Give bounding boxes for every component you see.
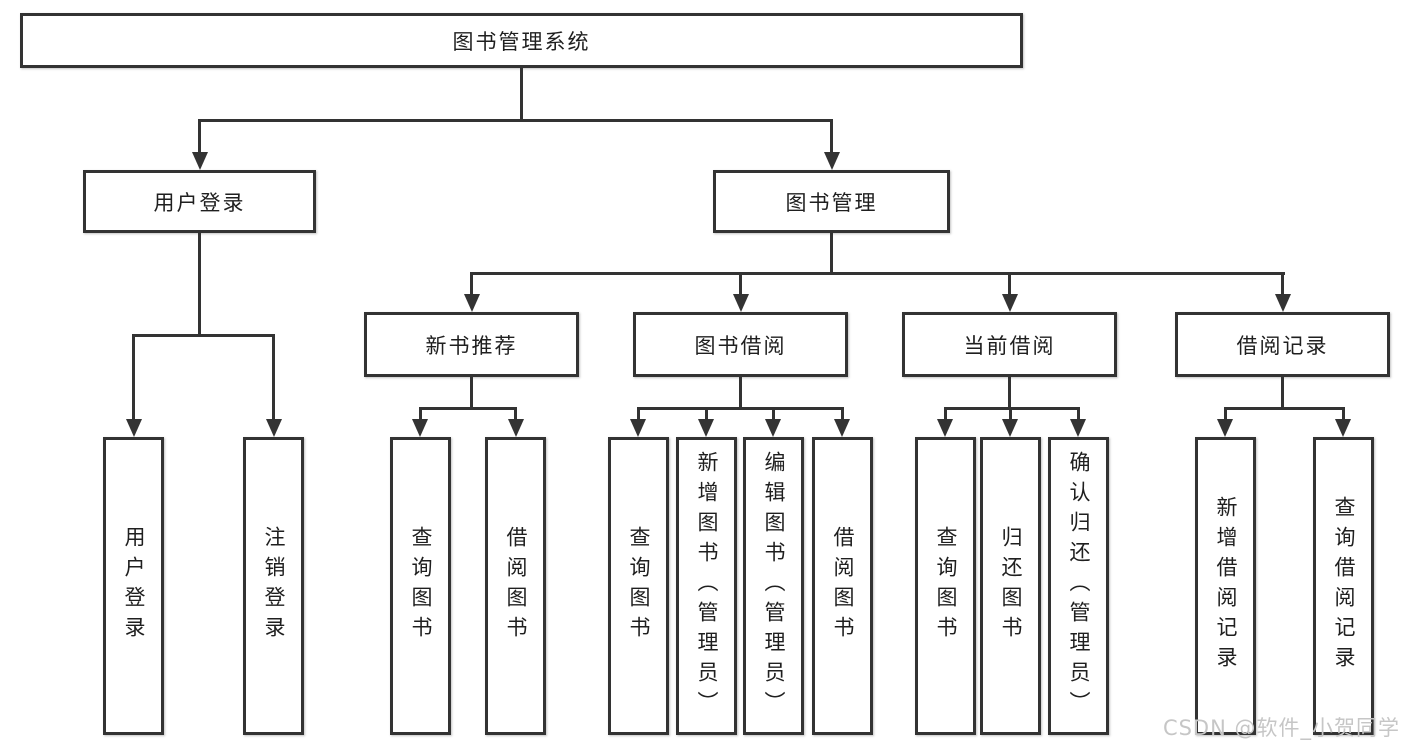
node-borrowing-records: 借阅记录: [1175, 312, 1390, 377]
connector-vline: [1281, 272, 1284, 296]
node-leaf-edit-books-admin: 编辑图书（管理员）: [743, 437, 804, 735]
node-leaf-query-books-borrow: 查询图书: [608, 437, 669, 735]
connector-hline: [198, 119, 833, 122]
node-leaf-query-books-recommend: 查询图书: [390, 437, 451, 735]
arrowhead-down-icon: [508, 419, 524, 437]
connector-vline: [1008, 377, 1011, 410]
connector-hline: [132, 334, 275, 337]
connector-hline: [470, 272, 1285, 275]
connector-vline: [944, 407, 947, 421]
arrowhead-down-icon: [1002, 294, 1018, 312]
node-leaf-user-login: 用户登录: [103, 437, 164, 735]
arrowhead-down-icon: [824, 152, 840, 170]
connector-vline: [1009, 407, 1012, 421]
node-label: 归还图书: [999, 526, 1023, 646]
node-book-management: 图书管理: [713, 170, 950, 233]
node-label: 新增借阅记录: [1214, 496, 1238, 676]
connector-hline: [1224, 407, 1345, 410]
node-book-borrowing: 图书借阅: [633, 312, 848, 377]
connector-vline: [772, 407, 775, 421]
node-label: 图书借阅: [694, 333, 787, 358]
node-library-management-system: 图书管理系统: [20, 13, 1023, 68]
connector-vline: [739, 272, 742, 296]
node-current-borrowing: 当前借阅: [902, 312, 1117, 377]
node-label: 图书管理系统: [452, 29, 591, 54]
node-leaf-query-books-current: 查询图书: [915, 437, 976, 735]
node-label: 新书推荐: [425, 333, 518, 358]
arrowhead-down-icon: [1217, 419, 1233, 437]
connector-vline: [637, 407, 640, 421]
connector-vline: [198, 233, 201, 337]
node-leaf-logout: 注销登录: [243, 437, 304, 735]
connector-vline: [272, 334, 275, 421]
csdn-watermark: CSDN @软件_小贺同学: [1162, 716, 1400, 740]
node-label: 当前借阅: [963, 333, 1056, 358]
arrowhead-down-icon: [412, 419, 428, 437]
connector-vline: [470, 377, 473, 410]
node-label: 图书管理: [785, 190, 878, 215]
node-label: 借阅图书: [504, 526, 528, 646]
node-leaf-borrow-books: 借阅图书: [812, 437, 873, 735]
connector-vline: [830, 119, 833, 154]
connector-hline: [419, 407, 517, 410]
connector-vline: [830, 233, 833, 275]
node-label: 确认归还（管理员）: [1067, 451, 1091, 721]
arrowhead-down-icon: [192, 152, 208, 170]
connector-vline: [841, 407, 844, 421]
node-leaf-borrow-books-recommend: 借阅图书: [485, 437, 546, 735]
arrowhead-down-icon: [834, 419, 850, 437]
node-label: 查询图书: [627, 526, 651, 646]
connector-vline: [132, 334, 135, 421]
arrowhead-down-icon: [1335, 419, 1351, 437]
node-label: 借阅记录: [1236, 333, 1329, 358]
arrowhead-down-icon: [765, 419, 781, 437]
connector-vline: [739, 377, 742, 410]
node-user-login: 用户登录: [83, 170, 316, 233]
arrowhead-down-icon: [1002, 419, 1018, 437]
connector-vline: [1008, 272, 1011, 296]
connector-vline: [1224, 407, 1227, 421]
connector-vline: [1281, 377, 1284, 410]
connector-vline: [1077, 407, 1080, 421]
node-label: 用户登录: [122, 526, 146, 646]
arrowhead-down-icon: [464, 294, 480, 312]
connector-vline: [198, 119, 201, 154]
node-label: 查询图书: [934, 526, 958, 646]
arrowhead-down-icon: [126, 419, 142, 437]
connector-vline: [705, 407, 708, 421]
node-leaf-return-books: 归还图书: [980, 437, 1041, 735]
node-label: 用户登录: [153, 190, 246, 215]
arrowhead-down-icon: [733, 294, 749, 312]
node-label: 注销登录: [262, 526, 286, 646]
node-label: 新增图书（管理员）: [695, 451, 719, 721]
arrowhead-down-icon: [1275, 294, 1291, 312]
arrowhead-down-icon: [630, 419, 646, 437]
connector-vline: [514, 407, 517, 421]
node-leaf-query-borrow-record: 查询借阅记录: [1313, 437, 1374, 735]
node-leaf-confirm-return-admin: 确认归还（管理员）: [1048, 437, 1109, 735]
arrowhead-down-icon: [937, 419, 953, 437]
node-leaf-add-borrow-record: 新增借阅记录: [1195, 437, 1256, 735]
node-label: 查询图书: [409, 526, 433, 646]
node-label: 借阅图书: [831, 526, 855, 646]
arrowhead-down-icon: [1070, 419, 1086, 437]
node-label: 编辑图书（管理员）: [762, 451, 786, 721]
connector-hline: [944, 407, 1080, 410]
node-label: 查询借阅记录: [1332, 496, 1356, 676]
arrowhead-down-icon: [266, 419, 282, 437]
node-new-book-recommendation: 新书推荐: [364, 312, 579, 377]
connector-vline: [520, 68, 523, 122]
connector-vline: [419, 407, 422, 421]
connector-hline: [637, 407, 844, 410]
connector-vline: [1342, 407, 1345, 421]
node-leaf-add-books-admin: 新增图书（管理员）: [676, 437, 737, 735]
arrowhead-down-icon: [698, 419, 714, 437]
connector-vline: [470, 272, 473, 296]
